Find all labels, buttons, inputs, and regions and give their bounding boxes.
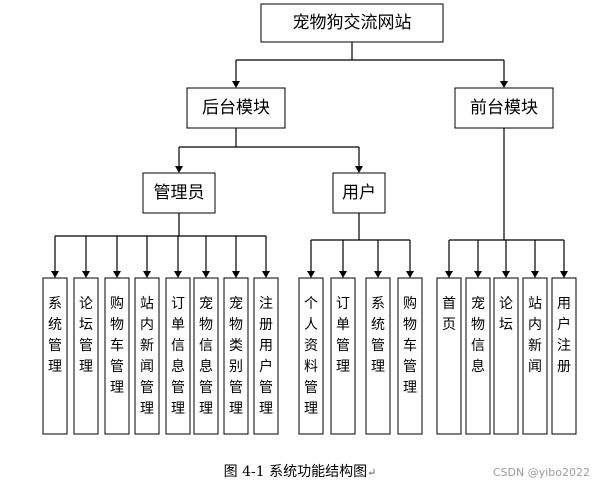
admin-leaf-4: 站内新闻管理 xyxy=(134,277,160,435)
leaf-label: 订单信息管理 xyxy=(171,296,185,417)
leaf-label: 论坛管理 xyxy=(79,296,93,375)
user-leaf-4: 购物车管理 xyxy=(397,277,423,435)
arrowhead xyxy=(500,81,508,88)
arrowhead xyxy=(307,271,315,278)
arrowhead xyxy=(113,271,121,278)
role-admin-label: 管理员 xyxy=(154,183,205,203)
leaf-box xyxy=(330,277,356,435)
user-leaf-2: 订单管理 xyxy=(330,277,356,435)
leaf-label: 个人资料管理 xyxy=(304,296,318,417)
root-node: 宠物狗交流网站 xyxy=(260,3,444,43)
figure-caption: 图 4-1 系统功能结构图↵ xyxy=(0,461,600,481)
figure-caption-text: 图 4-1 系统功能结构图 xyxy=(223,464,368,480)
leaf-box xyxy=(73,277,99,435)
leaf-label: 订单管理 xyxy=(336,296,350,375)
leaf-label: 站内新闻 xyxy=(528,296,542,375)
arrowhead xyxy=(474,271,482,278)
paragraph-mark: ↵ xyxy=(367,466,377,479)
leaf-box xyxy=(436,277,462,435)
module-backend-label: 后台模块 xyxy=(202,98,270,118)
arrowhead xyxy=(143,271,151,278)
leaf-box xyxy=(551,277,577,435)
root-label: 宠物狗交流网站 xyxy=(293,13,412,33)
arrowhead xyxy=(339,271,347,278)
leaf-label: 用户注册 xyxy=(557,296,571,375)
arrowhead xyxy=(232,81,240,88)
leaf-box xyxy=(193,277,219,435)
user-leaf-1: 个人资料管理 xyxy=(298,277,324,435)
leaf-box xyxy=(223,277,249,435)
arrowhead xyxy=(262,271,270,278)
frontend-leaf-3: 论坛 xyxy=(493,277,519,435)
arrowhead xyxy=(202,271,210,278)
arrowhead xyxy=(51,271,59,278)
frontend-leaf-4: 站内新闻 xyxy=(522,277,548,435)
leaf-box xyxy=(397,277,423,435)
module-frontend-label: 前台模块 xyxy=(470,98,538,118)
frontend-leaf-1: 首页 xyxy=(436,277,462,435)
leaf-label: 宠物信息管理 xyxy=(199,296,213,417)
admin-leaf-2: 论坛管理 xyxy=(73,277,99,435)
role-user-label: 用户 xyxy=(342,183,376,203)
connector-lines xyxy=(51,42,568,278)
arrowhead xyxy=(374,271,382,278)
role-user: 用户 xyxy=(332,172,386,214)
arrowhead xyxy=(175,166,183,173)
arrowhead xyxy=(232,271,240,278)
leaf-label: 购物车管理 xyxy=(403,296,417,396)
module-backend: 后台模块 xyxy=(186,87,286,129)
arrowhead xyxy=(355,166,363,173)
admin-leaf-5: 订单信息管理 xyxy=(165,277,191,435)
leaf-box xyxy=(493,277,519,435)
leaf-label: 站内新闻管理 xyxy=(140,296,154,417)
arrowhead xyxy=(174,271,182,278)
leaf-box xyxy=(465,277,491,435)
arrowhead xyxy=(82,271,90,278)
frontend-leaf-5: 用户注册 xyxy=(551,277,577,435)
arrowhead xyxy=(406,271,414,278)
user-leaf-3: 系统管理 xyxy=(365,277,391,435)
leaf-box xyxy=(522,277,548,435)
watermark: CSDN @yibo2022 xyxy=(492,466,590,479)
arrowhead xyxy=(531,271,539,278)
admin-leaf-1: 系统管理 xyxy=(42,277,68,435)
leaf-box xyxy=(253,277,279,435)
admin-leaf-3: 购物车管理 xyxy=(104,277,130,435)
admin-leaf-6: 宠物信息管理 xyxy=(193,277,219,435)
leaf-label: 首页 xyxy=(442,296,456,333)
leaf-label: 系统管理 xyxy=(48,296,62,375)
arrowhead xyxy=(445,271,453,278)
leaf-box xyxy=(365,277,391,435)
role-admin: 管理员 xyxy=(142,172,216,214)
leaf-label: 购物车管理 xyxy=(110,296,124,396)
arrowhead xyxy=(560,271,568,278)
frontend-leaf-2: 宠物信息 xyxy=(465,277,491,435)
leaf-box xyxy=(165,277,191,435)
leaf-label: 系统管理 xyxy=(371,296,385,375)
admin-leaf-7: 宠物类别管理 xyxy=(223,277,249,435)
leaf-box xyxy=(104,277,130,435)
leaf-label: 宠物类别管理 xyxy=(229,296,243,417)
leaf-label: 注册用户管理 xyxy=(259,296,273,417)
module-frontend: 前台模块 xyxy=(454,87,554,129)
leaf-box xyxy=(298,277,324,435)
admin-leaf-8: 注册用户管理 xyxy=(253,277,279,435)
leaf-box xyxy=(134,277,160,435)
leaf-box xyxy=(42,277,68,435)
leaf-label: 宠物信息 xyxy=(471,296,485,375)
arrowhead xyxy=(502,271,510,278)
leaf-label: 论坛 xyxy=(499,296,513,333)
